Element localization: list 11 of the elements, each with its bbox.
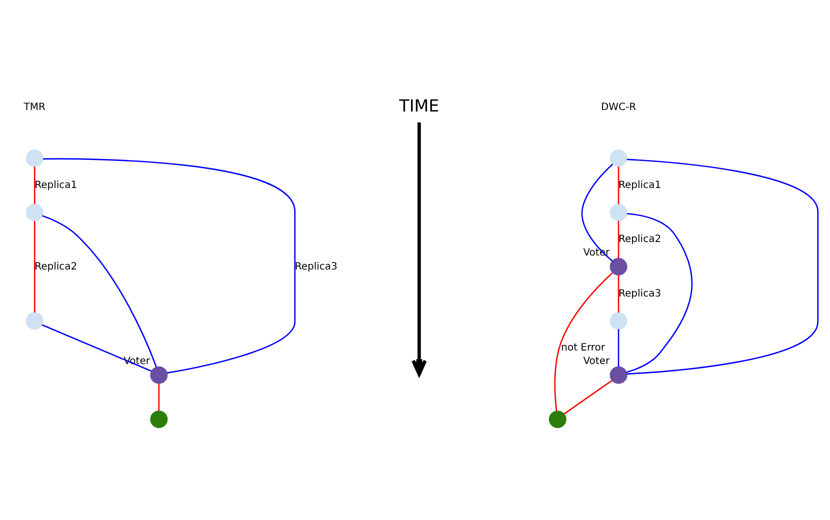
label: DWC-R [600, 102, 636, 113]
edge-label: Replica2 [34, 261, 78, 272]
node-label: Voter [583, 356, 610, 367]
edge-label: Replica1 [618, 180, 662, 191]
edge-label: Replica3 [618, 288, 662, 300]
label: TMR [24, 102, 46, 113]
edge-label: Replica3 [294, 261, 338, 272]
label: TIME [399, 96, 440, 116]
edge-label: not Error [561, 342, 606, 354]
edge-label: Replica2 [618, 234, 662, 246]
edge-label: Replica1 [34, 180, 78, 191]
